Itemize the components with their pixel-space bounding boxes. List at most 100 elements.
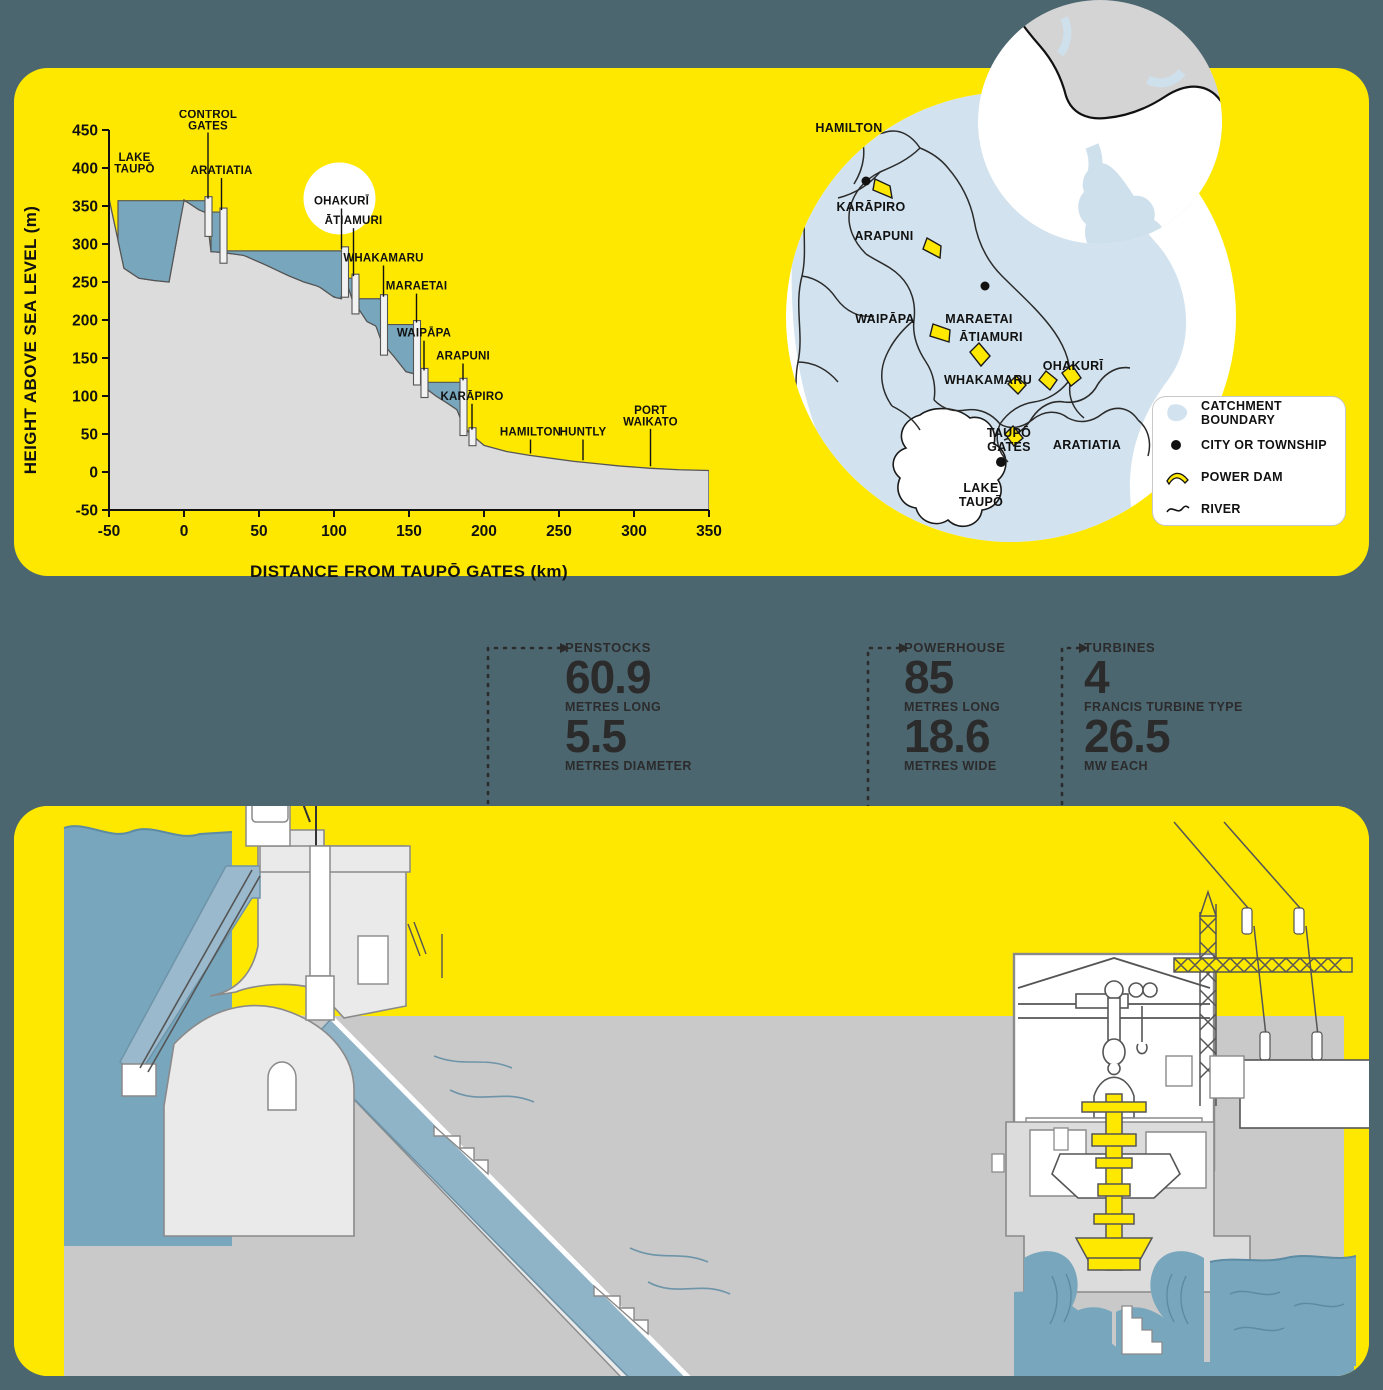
- y-tick-label: -50: [76, 503, 98, 520]
- y-tick-label: 150: [72, 351, 98, 368]
- legend-label-catchment: CATCHMENT BOUNDARY: [1201, 399, 1282, 427]
- deck-railing: [407, 921, 443, 978]
- new-zealand-inset: [978, 0, 1222, 244]
- stat-powerhouse: POWERHOUSE 85 METRES LONG 18.6 METRES WI…: [904, 640, 1005, 773]
- y-tick-label: 100: [72, 389, 98, 406]
- river-elevation-chart: -50 0 50 100 150 200 250 300 350 400 450 -50 0 50 100…: [21, 110, 722, 581]
- legend-item-catchment: CATCHMENT BOUNDARY: [1153, 397, 1345, 429]
- site-label: ĀTIAMURI: [325, 215, 383, 227]
- overhead-crane: [1075, 980, 1158, 1076]
- x-tick-label: 350: [696, 523, 722, 540]
- legend-label-dam: POWER DAM: [1201, 470, 1283, 484]
- dam-arapuni: [922, 236, 942, 260]
- stat-penstocks-head: PENSTOCKS: [565, 640, 652, 655]
- tailwater-ripples: [1229, 1290, 1345, 1332]
- x-tick-label: -50: [98, 523, 120, 540]
- dam-atiamuri: [1038, 370, 1058, 392]
- stat-turbines-head: TURBINES: [1084, 640, 1156, 655]
- site-label: MARAETAI: [386, 281, 447, 293]
- x-tick-label: 100: [321, 523, 347, 540]
- gate-spindle: [309, 845, 331, 977]
- spindle-base: [305, 975, 335, 1021]
- site-label: WHAKAMARU: [343, 252, 423, 264]
- stat-powerhouse-unit-2: METRES WIDE: [904, 759, 997, 774]
- x-axis: -50 0 50 100 150 200 250 300 350: [98, 509, 722, 540]
- power-dam-markers: [872, 177, 1082, 448]
- city-dot-cambridge: [861, 176, 871, 186]
- y-tick-label: 450: [72, 123, 98, 140]
- y-tick-label: 300: [72, 237, 98, 254]
- dam-cross-section-diagram: [14, 806, 1369, 1376]
- dam-waipapa: [929, 323, 951, 343]
- switchyard-transformer: [1239, 1059, 1369, 1129]
- y-tick-label: 200: [72, 313, 98, 330]
- site-label: HAMILTON: [500, 427, 561, 439]
- reservoir-water: [117, 196, 477, 447]
- river-line-icon: [1165, 499, 1191, 519]
- deck-cabin: [357, 935, 389, 985]
- small-equipment: [1053, 1127, 1069, 1151]
- city-dot-taupo-region: [980, 281, 990, 291]
- penstock-flow-lines: [433, 1055, 731, 1295]
- y-tick-label: 400: [72, 161, 98, 178]
- x-tick-label: 0: [180, 523, 189, 540]
- catchment-swatch-icon: [1165, 403, 1191, 423]
- reservoir-surface-line: [63, 825, 233, 837]
- power-dam-icon: [1165, 467, 1191, 487]
- legend-label-city: CITY OR TOWNSHIP: [1201, 438, 1327, 452]
- y-tick-label: 250: [72, 275, 98, 292]
- stat-penstocks: PENSTOCKS 60.9 METRES LONG 5.5 METRES DI…: [565, 640, 692, 773]
- stat-turbines-value-2: 26.5: [1084, 710, 1171, 763]
- site-label: ARAPUNI: [436, 351, 490, 363]
- y-tick-label: 0: [89, 465, 98, 482]
- stat-powerhouse-value-2: 18.6: [904, 710, 991, 763]
- site-label: OHAKURĪ: [314, 195, 370, 207]
- city-dot-icon: [1165, 435, 1191, 455]
- legend-item-dam: POWER DAM: [1153, 461, 1345, 493]
- surge-cylinder: [251, 806, 289, 823]
- penstock-supports: [433, 1124, 649, 1336]
- gate-base-block: [121, 1063, 157, 1097]
- x-tick-label: 300: [621, 523, 647, 540]
- outlet-valve: [991, 1153, 1005, 1173]
- stat-turbines-unit-1: FRANCIS TURBINE TYPE: [1084, 700, 1243, 715]
- site-label: ARATIATIA: [190, 165, 252, 177]
- lake-taupo-shape: [892, 407, 1007, 528]
- tailrace-stairs: [1121, 1305, 1163, 1355]
- stat-turbines-unit-2: MW EACH: [1084, 759, 1148, 774]
- downstream-river: [1210, 1256, 1356, 1366]
- x-tick-label: 150: [396, 523, 422, 540]
- site-label: KARĀPIRO: [441, 391, 504, 403]
- site-label: HUNTLY: [560, 427, 607, 439]
- river-network: [795, 95, 1151, 469]
- stat-penstocks-value-2: 5.5: [565, 710, 627, 763]
- y-tick-label: 50: [81, 427, 98, 444]
- draft-flow-lines: [1049, 1273, 1189, 1325]
- dam-whakamaru: [1007, 375, 1027, 396]
- stat-penstocks-unit-1: METRES LONG: [565, 700, 662, 715]
- lake-taupo-inset: [1078, 163, 1165, 244]
- stat-penstocks-unit-2: METRES DIAMETER: [565, 759, 692, 774]
- city-dot-taupo: [996, 457, 1006, 467]
- legend-label-river: RIVER: [1201, 502, 1241, 516]
- transformer-bay: [1209, 1055, 1245, 1099]
- waikato-catchment-map: [786, 0, 1236, 542]
- site-label: WAIPĀPA: [397, 328, 451, 340]
- x-tick-label: 50: [250, 523, 267, 540]
- turbine-assembly: [1074, 1093, 1154, 1271]
- x-tick-label: 200: [471, 523, 497, 540]
- chart-plot-area: [109, 196, 709, 510]
- legend-item-river: RIVER: [1153, 493, 1345, 525]
- dam-foundation: [163, 1004, 355, 1237]
- mast-assembly: [273, 806, 317, 846]
- y-axis-title: HEIGHT ABOVE SEA LEVEL (m): [21, 206, 40, 475]
- dam-karapiro: [872, 177, 893, 200]
- dam-ohakuri: [1061, 363, 1082, 388]
- gate-hoist-cables: [139, 869, 261, 1073]
- insulator-strings: [1241, 907, 1323, 1061]
- x-tick-label: 250: [546, 523, 572, 540]
